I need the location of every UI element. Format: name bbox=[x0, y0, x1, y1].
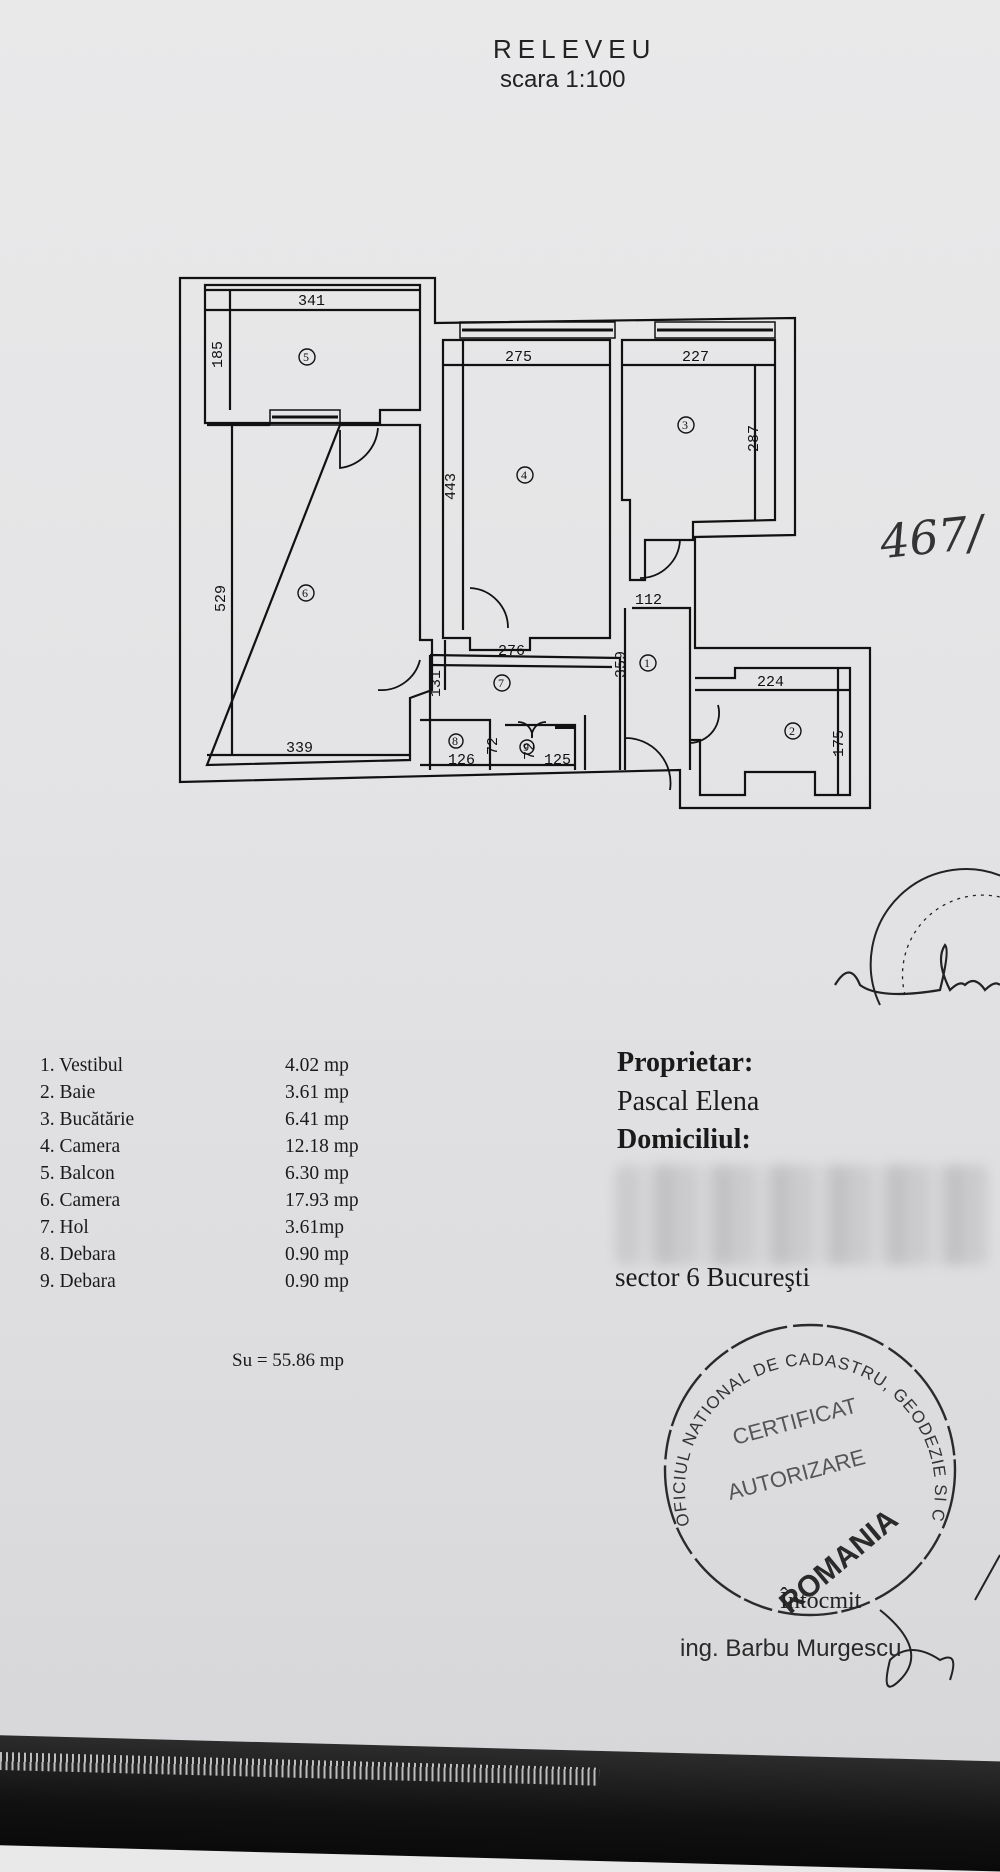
engineer-name: ing. Barbu Murgescu bbox=[680, 1635, 902, 1662]
document-title: RELEVEU bbox=[493, 34, 657, 64]
dim-storage8-width: 126 bbox=[448, 752, 475, 769]
room-area: 3.61mp bbox=[285, 1217, 345, 1238]
dim-balcony-width: 341 bbox=[298, 293, 325, 310]
room-marker-3: 3 bbox=[682, 418, 688, 432]
dim-room4-width: 275 bbox=[505, 349, 532, 366]
room-6-wall bbox=[205, 423, 434, 767]
room-marker-9: 9 bbox=[523, 740, 529, 754]
room-marker-circle bbox=[639, 654, 657, 672]
room-area: 6.30 mp bbox=[285, 1163, 349, 1184]
room-area: 6.41 mp bbox=[285, 1109, 349, 1130]
dim-kitchen-depth: 287 bbox=[746, 425, 763, 452]
room-name: 4. Camera bbox=[40, 1136, 121, 1157]
door-arc bbox=[689, 704, 720, 744]
door-arc bbox=[469, 587, 509, 629]
room-name: 6. Camera bbox=[40, 1190, 121, 1211]
room-area: 12.18 mp bbox=[285, 1136, 359, 1157]
room-2-wall bbox=[690, 666, 852, 797]
room-marker-circle bbox=[298, 348, 316, 366]
room-marker-circle bbox=[677, 416, 695, 434]
door-arc bbox=[339, 427, 379, 470]
room-area: 17.93 mp bbox=[285, 1190, 359, 1211]
room-row: 2. Baie 3.61 mp bbox=[40, 1079, 380, 1106]
dim-bath-width: 224 bbox=[757, 674, 784, 691]
room-area: 0.90 mp bbox=[285, 1244, 349, 1265]
inner-wall bbox=[203, 283, 422, 425]
dim-storage9-depth: 72 bbox=[522, 742, 539, 760]
room-marker-circle bbox=[516, 466, 534, 484]
room-marker-8: 8 bbox=[452, 734, 458, 748]
dim-hall-depth: 131 bbox=[428, 670, 445, 697]
stamp-inner-text-2: AUTORIZARE bbox=[725, 1444, 868, 1505]
total-area: Su = 55.86 mp bbox=[232, 1350, 345, 1371]
dim-storage9-width: 125 bbox=[544, 752, 571, 769]
room-name: 7. Hol bbox=[40, 1217, 89, 1238]
room-3-wall bbox=[620, 338, 777, 582]
room-marker-2: 2 bbox=[789, 724, 795, 738]
room-marker-7: 7 bbox=[498, 676, 504, 690]
owner-label: Proprietar: bbox=[617, 1047, 754, 1078]
room-name: 5. Balcon bbox=[40, 1163, 115, 1184]
room-marker-circle bbox=[493, 674, 511, 692]
dim-storage8-depth: 72 bbox=[485, 737, 502, 755]
room-8-wall bbox=[420, 718, 492, 770]
document-scale: scara 1:100 bbox=[500, 66, 626, 93]
room-area: 4.02 mp bbox=[285, 1055, 349, 1076]
owner-name: Pascal Elena bbox=[617, 1086, 760, 1117]
room-marker-5: 5 bbox=[303, 350, 309, 364]
room-name: 9. Debara bbox=[40, 1271, 116, 1292]
room-row: 9. Debara 0.90 mp bbox=[40, 1268, 380, 1295]
room-name: 1. Vestibul bbox=[40, 1055, 124, 1076]
dim-balcony-depth: 185 bbox=[210, 341, 227, 368]
dim-vestibul-width: 112 bbox=[635, 592, 662, 609]
outer-wall bbox=[178, 276, 872, 810]
room-marker-circle bbox=[519, 739, 535, 755]
signature-top bbox=[834, 943, 1000, 996]
dim-vestibul-depth: 359 bbox=[613, 651, 630, 678]
floor-plan: 341 185 529 339 275 443 227 287 276 131 … bbox=[0, 0, 1000, 1688]
door-arc bbox=[377, 659, 421, 691]
room-area: 0.90 mp bbox=[285, 1271, 349, 1292]
room-row: 8. Debara 0.90 mp bbox=[40, 1241, 380, 1268]
room-area: 3.61 mp bbox=[285, 1082, 349, 1103]
room-row: 6. Camera 17.93 mp bbox=[40, 1187, 380, 1214]
domicile-label: Domiciliul: bbox=[617, 1124, 751, 1155]
address-city-line: sector 6 Bucureşti bbox=[615, 1262, 810, 1292]
room-marker-circle bbox=[297, 584, 315, 602]
signature-bottom bbox=[879, 1609, 955, 1688]
room-marker-1: 1 bbox=[644, 656, 650, 670]
stamp-inner-text-1: CERTIFICAT bbox=[730, 1393, 860, 1450]
room-marker-6: 6 bbox=[302, 586, 308, 600]
room-marker-4: 4 bbox=[521, 468, 527, 482]
room-name: 3. Bucătărie bbox=[40, 1109, 135, 1130]
dim-room4-depth: 443 bbox=[443, 473, 460, 500]
room-7-wall bbox=[428, 653, 622, 770]
stamp: OFICIUL NATIONAL DE CADASTRU, GEODEZIE S… bbox=[0, 0, 957, 1620]
redacted-address bbox=[615, 1165, 990, 1265]
room-row: 4. Camera 12.18 mp bbox=[40, 1133, 380, 1160]
room-name: 2. Baie bbox=[40, 1082, 96, 1103]
room-marker-circle bbox=[784, 722, 802, 740]
room-name: 8. Debara bbox=[40, 1244, 116, 1265]
handwritten-note: 467/ bbox=[877, 504, 986, 570]
dim-kitchen-width: 227 bbox=[682, 349, 709, 366]
dim-room6-width: 339 bbox=[286, 740, 313, 757]
stamp-overprint: Întocmit bbox=[780, 1588, 862, 1614]
partial-stamp-top bbox=[834, 868, 1000, 1006]
room-row: 5. Balcon 6.30 mp bbox=[40, 1160, 380, 1187]
dim-hall-width: 276 bbox=[498, 643, 525, 660]
dim-bath-depth: 175 bbox=[831, 730, 848, 757]
room-row: 7. Hol 3.61mp bbox=[40, 1214, 380, 1241]
door-arc bbox=[517, 721, 547, 739]
room-4-wall bbox=[441, 338, 612, 652]
door-arc bbox=[639, 539, 681, 579]
door-arc bbox=[624, 737, 672, 791]
dim-room6-depth: 529 bbox=[213, 585, 230, 612]
room-1-wall bbox=[623, 606, 692, 770]
room-marker-circle bbox=[448, 733, 464, 749]
room-row: 1. Vestibul 4.02 mp bbox=[40, 1052, 380, 1079]
room-row: 3. Bucătărie 6.41 mp bbox=[40, 1106, 380, 1133]
room-area-list: 1. Vestibul 4.02 mp 2. Baie 3.61 mp 3. Buc… bbox=[40, 1052, 380, 1295]
